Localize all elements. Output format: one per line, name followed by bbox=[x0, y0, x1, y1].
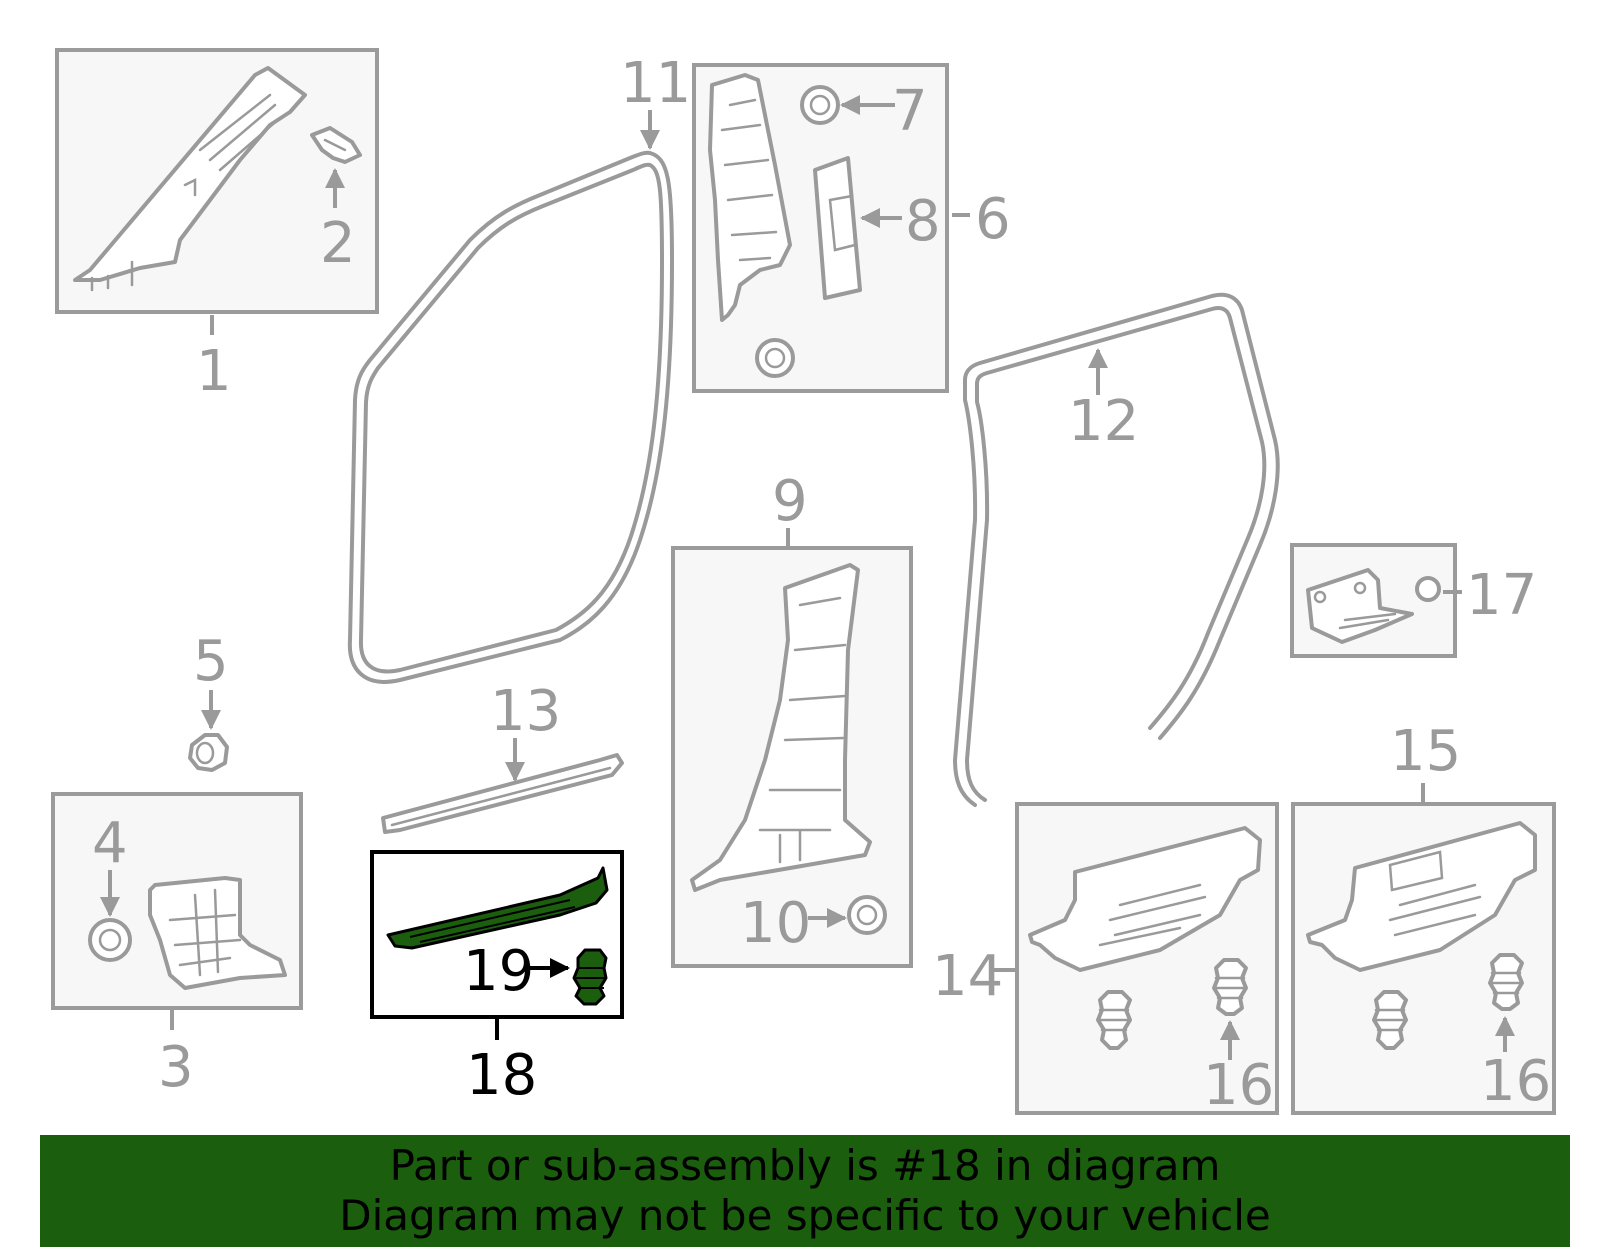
part-13 bbox=[381, 738, 624, 834]
front-pillar-garnish bbox=[73, 66, 307, 282]
bracket-17 bbox=[1306, 568, 1414, 644]
callout-1: 1 bbox=[196, 339, 232, 404]
notice-banner: Part or sub-assembly is #18 in diagram D… bbox=[40, 1135, 1570, 1247]
part-group-9 bbox=[671, 528, 913, 968]
clip-7 bbox=[800, 85, 840, 125]
callout-14: 14 bbox=[932, 944, 1003, 1009]
callout-16-a: 16 bbox=[1203, 1053, 1274, 1118]
callout-12: 12 bbox=[1068, 389, 1139, 454]
callout-16-b: 16 bbox=[1480, 1049, 1551, 1114]
notice-line-1: Part or sub-assembly is #18 in diagram bbox=[389, 1141, 1221, 1190]
part-5 bbox=[188, 690, 229, 772]
part-group-1 bbox=[55, 48, 379, 335]
callout-13: 13 bbox=[490, 679, 561, 744]
callout-10: 10 bbox=[740, 891, 811, 956]
rear-door-weatherstrip bbox=[953, 292, 1280, 807]
front-door-weatherstrip bbox=[347, 150, 674, 684]
clip-10 bbox=[847, 895, 887, 935]
clip-17 bbox=[1415, 576, 1441, 602]
part-12 bbox=[953, 292, 1280, 807]
callout-11: 11 bbox=[620, 51, 691, 116]
part-group-3 bbox=[51, 792, 303, 1030]
callout-6: 6 bbox=[975, 187, 1011, 252]
callout-2: 2 bbox=[320, 211, 356, 276]
pillar-bracket-8 bbox=[813, 156, 862, 300]
callout-5: 5 bbox=[193, 629, 229, 694]
clip-4 bbox=[88, 918, 132, 962]
callout-9: 9 bbox=[772, 469, 808, 534]
part-group-17 bbox=[1290, 543, 1462, 658]
part-group-15 bbox=[1291, 783, 1556, 1115]
part-group-18 bbox=[370, 850, 624, 1040]
callout-4: 4 bbox=[92, 811, 128, 876]
callout-7: 7 bbox=[892, 79, 928, 144]
rear-scuff-plate-15 bbox=[1306, 821, 1537, 972]
clip-lower bbox=[755, 338, 795, 378]
callout-18: 18 bbox=[466, 1043, 537, 1108]
callout-3: 3 bbox=[158, 1035, 194, 1100]
callout-19: 19 bbox=[463, 939, 534, 1004]
scuff-plate-18-highlighted bbox=[386, 866, 609, 950]
part-group-6 bbox=[692, 63, 970, 393]
part-group-14 bbox=[994, 802, 1279, 1115]
part-11 bbox=[347, 110, 674, 684]
callout-17: 17 bbox=[1466, 563, 1537, 628]
notice-line-2: Diagram may not be specific to your vehi… bbox=[339, 1191, 1271, 1240]
step-cover-13 bbox=[381, 753, 624, 834]
callout-15: 15 bbox=[1390, 719, 1461, 784]
callout-8: 8 bbox=[905, 189, 941, 254]
cushion-5 bbox=[188, 733, 229, 772]
